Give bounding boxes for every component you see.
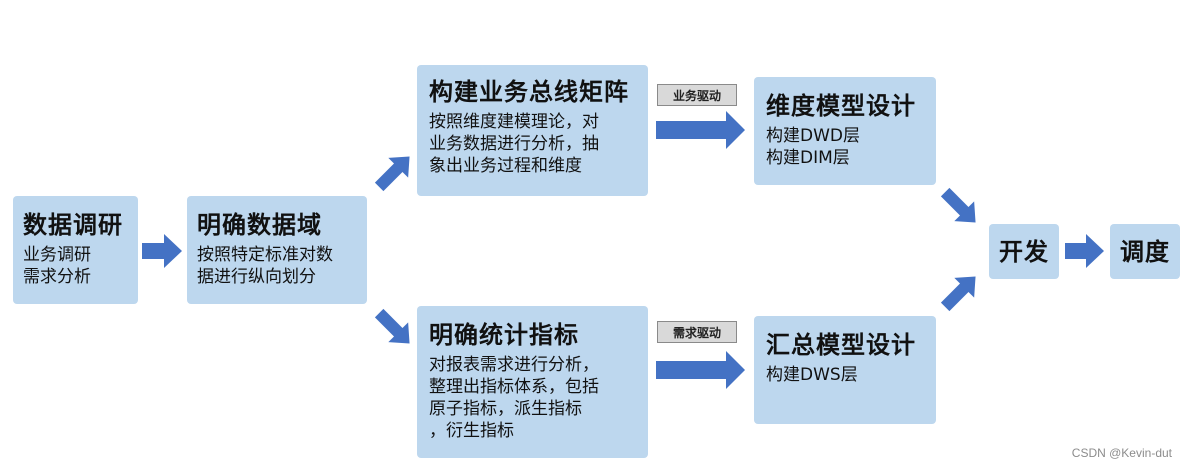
node-domain-line: 据进行纵向划分 <box>197 267 316 287</box>
tag-business-driven: 业务驱动 <box>657 84 737 106</box>
node-dimension-model-line: 构建DWD层 <box>766 126 860 146</box>
watermark: CSDN @Kevin-dut <box>1071 446 1172 460</box>
tag-demand-driven: 需求驱动 <box>657 321 737 343</box>
node-dimension-model-title: 维度模型设计 <box>766 92 916 120</box>
node-dimension-model-line: 构建DIM层 <box>766 148 850 168</box>
node-domain: 明确数据域 按照特定标准对数 据进行纵向划分 <box>187 196 367 304</box>
node-summary-model-title: 汇总模型设计 <box>766 331 916 359</box>
node-schedule-title: 调度 <box>1120 237 1170 266</box>
node-summary-model: 汇总模型设计 构建DWS层 <box>754 316 936 424</box>
node-dimension-model: 维度模型设计 构建DWD层 构建DIM层 <box>754 77 936 185</box>
node-metrics-line: 整理出指标体系，包括 <box>429 377 599 397</box>
node-metrics-line: ，衍生指标 <box>429 421 514 441</box>
node-metrics-line: 对报表需求进行分析， <box>429 355 599 375</box>
arrow-dimension-to-develop <box>940 187 976 223</box>
node-research-line: 需求分析 <box>23 267 91 287</box>
node-research-title: 数据调研 <box>23 211 123 239</box>
arrow-domain-to-metrics <box>374 308 410 344</box>
node-metrics-title: 明确统计指标 <box>429 321 579 349</box>
arrow-research-to-domain <box>142 234 182 268</box>
arrow-bus-to-dimension <box>656 111 745 149</box>
arrow-summary-to-develop <box>940 276 976 312</box>
node-research-line: 业务调研 <box>23 245 91 265</box>
node-research: 数据调研 业务调研 需求分析 <box>13 196 138 304</box>
arrow-domain-to-bus <box>374 156 410 192</box>
node-bus-matrix-title: 构建业务总线矩阵 <box>429 78 629 106</box>
arrow-metrics-to-summary <box>656 351 745 389</box>
node-bus-matrix-line: 按照维度建模理论，对 <box>429 112 599 132</box>
node-summary-model-line: 构建DWS层 <box>766 365 858 385</box>
node-bus-matrix: 构建业务总线矩阵 按照维度建模理论，对 业务数据进行分析，抽 象出业务过程和维度 <box>417 65 648 196</box>
node-metrics-line: 原子指标，派生指标 <box>429 399 582 419</box>
arrow-develop-to-schedule <box>1065 234 1104 268</box>
node-domain-title: 明确数据域 <box>197 211 322 239</box>
node-develop: 开发 <box>989 224 1059 279</box>
node-metrics: 明确统计指标 对报表需求进行分析， 整理出指标体系，包括 原子指标，派生指标 ，… <box>417 306 648 458</box>
node-bus-matrix-line: 业务数据进行分析，抽 <box>429 134 599 154</box>
node-bus-matrix-line: 象出业务过程和维度 <box>429 156 582 176</box>
node-domain-line: 按照特定标准对数 <box>197 245 333 265</box>
node-schedule: 调度 <box>1110 224 1180 279</box>
node-develop-title: 开发 <box>999 237 1049 266</box>
